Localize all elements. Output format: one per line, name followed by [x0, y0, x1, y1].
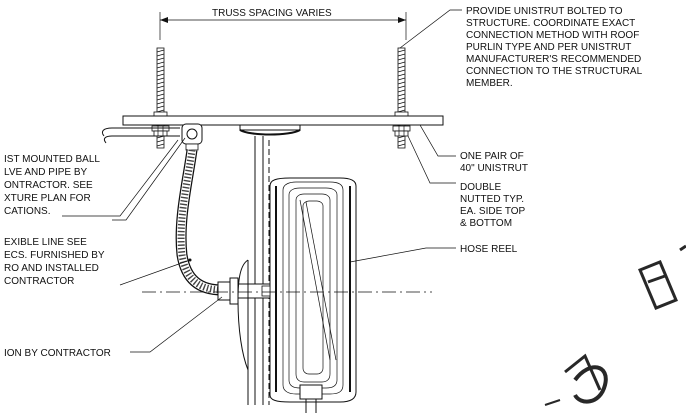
- truss-spacing-dimension: TRUSS SPACING VARIES: [159, 8, 407, 40]
- ball-valve-note: IST MOUNTED BALL LVE AND PIPE BY ONTRACT…: [4, 154, 100, 217]
- threaded-rod-left: [156, 47, 165, 149]
- flexible-hose: [175, 149, 223, 296]
- double-nutted-line-2: NUTTED TYP.: [460, 194, 524, 205]
- double-nutted-line-4: & BOTTOM: [460, 218, 512, 229]
- reel-mount-bracket: [239, 125, 301, 136]
- unistrut-note-line-4: PURLIN TYPE AND PER UNISTRUT: [466, 42, 631, 53]
- flexible-line-3: RO AND INSTALLED: [4, 263, 99, 274]
- nut-right-top: [394, 111, 409, 117]
- unistrut-note-line-2: STRUCTURE. COORDINATE EXACT: [466, 18, 635, 29]
- reel-side-plate: [237, 259, 249, 371]
- nut-right-bottom: [392, 125, 411, 137]
- one-pair-line-1: ONE PAIR OF: [460, 151, 524, 162]
- flexible-line-1: EXIBLE LINE SEE: [4, 237, 87, 248]
- unistrut-note-line-5: MANUFACTURER'S RECOMMENDED: [466, 54, 641, 65]
- unistrut-note-line-7: MEMBER.: [466, 78, 513, 89]
- unistrut-note-line-6: CONNECTION TO THE STRUCTURAL: [466, 66, 643, 77]
- supply-pipe: [101, 127, 180, 144]
- leader-arrow-flex: [188, 258, 192, 262]
- unistrut-note-line-3: CONNECTION METHOD WITH ROOF: [466, 30, 639, 41]
- ball-valve-line-3: ONTRACTOR. SEE: [4, 180, 93, 191]
- swivel-fitting: [217, 277, 249, 305]
- flexible-line-2: ECS. FURNISHED BY: [4, 250, 105, 261]
- truss-spacing-label: TRUSS SPACING VARIES: [212, 8, 332, 19]
- ball-valve-line-1: IST MOUNTED BALL: [4, 154, 100, 165]
- flexible-line-4: CONTRACTOR: [4, 276, 74, 287]
- one-pair-note: ONE PAIR OF 40" UNISTRUT: [460, 151, 528, 174]
- ball-valve-line-4: XTURE PLAN FOR: [4, 193, 91, 204]
- unistrut-note-line-1: PROVIDE UNISTRUT BOLTED TO: [466, 6, 623, 17]
- ball-valve-line-5: CATIONS.: [4, 206, 50, 217]
- watermark-stamp: [544, 244, 686, 406]
- nut-left-top: [153, 111, 168, 117]
- flexible-line-note: EXIBLE LINE SEE ECS. FURNISHED BY RO AND…: [4, 237, 105, 287]
- connection-note: ION BY CONTRACTOR: [4, 348, 111, 359]
- double-nutted-line-3: EA. SIDE TOP: [460, 206, 526, 217]
- ball-valve: [181, 123, 203, 151]
- hose-reel-drum: [269, 177, 357, 403]
- double-nutted-note: DOUBLE NUTTED TYP. EA. SIDE TOP & BOTTOM: [460, 182, 526, 229]
- one-pair-line-2: 40" UNISTRUT: [460, 163, 528, 174]
- ball-valve-line-2: LVE AND PIPE BY: [4, 167, 88, 178]
- unistrut-channel: [122, 115, 444, 126]
- unistrut-note: PROVIDE UNISTRUT BOLTED TO STRUCTURE. CO…: [466, 6, 643, 89]
- hose-reel-label: HOSE REEL: [460, 244, 518, 255]
- reel-frame: [247, 136, 270, 405]
- reel-outlet: [299, 384, 323, 413]
- leader-lines: [62, 9, 462, 353]
- reel-axle: [247, 283, 271, 299]
- double-nutted-line-1: DOUBLE: [460, 182, 501, 193]
